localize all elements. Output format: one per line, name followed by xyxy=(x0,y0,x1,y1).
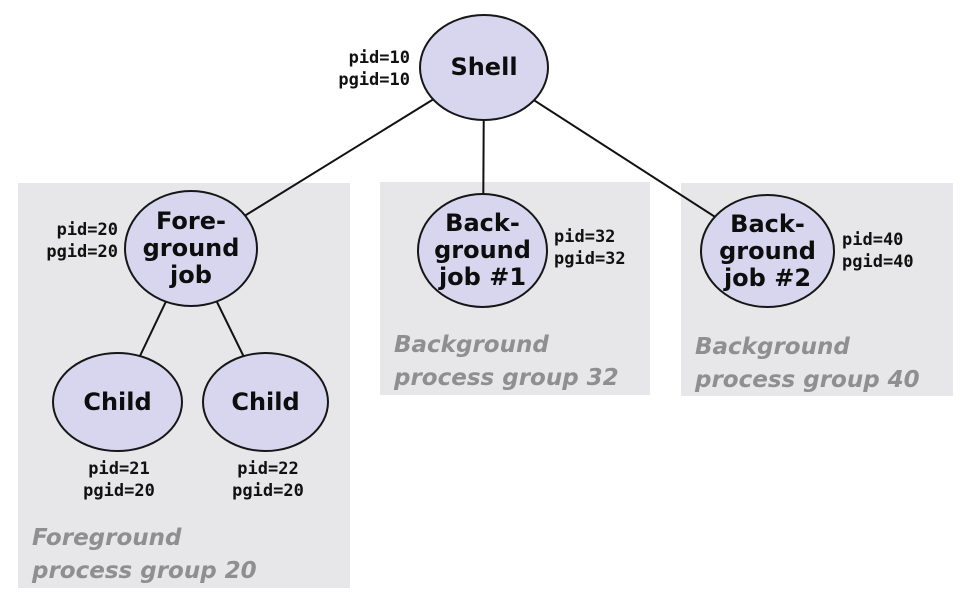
node-child-2: Child xyxy=(202,352,329,452)
node-background-job-1: Back- ground job #1 xyxy=(417,193,548,308)
caption-background-group-32: Background process group 32 xyxy=(394,332,619,391)
pid-label-foreground-job: pid=20 pgid=20 xyxy=(46,220,118,262)
pid-label-background-job-2: pid=40 pgid=40 xyxy=(842,230,914,272)
pid-label-shell: pid=10 pgid=10 xyxy=(338,48,410,90)
caption-foreground-group-20: Foreground process group 20 xyxy=(32,525,257,584)
pid-label-child-1: pid=21 pgid=20 xyxy=(83,459,155,501)
node-shell: Shell xyxy=(419,14,549,121)
pid-label-child-2: pid=22 pgid=20 xyxy=(232,459,304,501)
node-child-1: Child xyxy=(52,352,183,452)
pid-label-background-job-1: pid=32 pgid=32 xyxy=(554,227,626,269)
caption-background-group-40: Background process group 40 xyxy=(695,334,920,393)
node-foreground-job: Fore- ground job xyxy=(124,190,258,307)
node-background-job-2: Back- ground job #2 xyxy=(700,194,835,308)
